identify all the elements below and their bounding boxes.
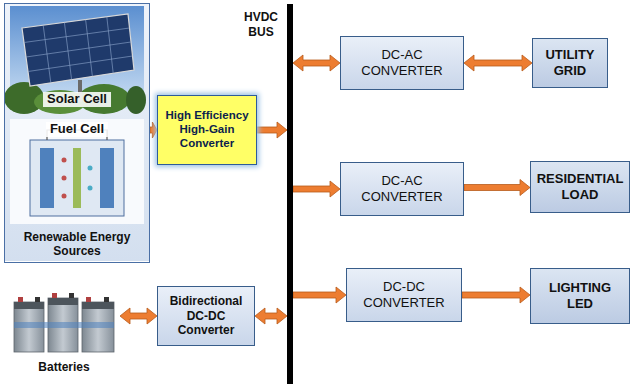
tree bbox=[126, 86, 146, 114]
block-arrow bbox=[464, 180, 530, 196]
block-arrow bbox=[462, 287, 530, 303]
node-label: Bidirectional DC-DC Converter bbox=[162, 294, 250, 337]
solar-panel-photo bbox=[4, 6, 146, 114]
battery-top bbox=[48, 298, 78, 305]
source-group-box: Renewable Energy Sources Solar CellFuel C… bbox=[4, 3, 150, 263]
battery-top bbox=[14, 302, 44, 309]
battery-band bbox=[14, 322, 114, 328]
fuel-cell-drawing bbox=[10, 119, 144, 224]
picture-label: Batteries bbox=[34, 361, 93, 375]
block-arrow bbox=[464, 55, 532, 71]
grid-line bbox=[26, 42, 131, 57]
grid-box: UTILITY GRID bbox=[532, 38, 608, 88]
ion bbox=[62, 158, 67, 163]
block-arrow bbox=[257, 122, 287, 138]
battery-photo bbox=[14, 293, 114, 352]
bus-bar: HVDC BUS bbox=[287, 4, 293, 384]
battery-top bbox=[82, 302, 114, 309]
node-label: LIGHTING LED bbox=[535, 280, 625, 311]
block-arrow bbox=[293, 181, 340, 197]
fuel-cell-picture: Fuel Cell bbox=[10, 119, 144, 225]
node-label: RESIDENTIAL LOAD bbox=[535, 171, 625, 202]
converter-box: Bidirectional DC-DC Converter bbox=[157, 286, 255, 346]
terminal bbox=[69, 293, 74, 298]
solar-cell-picture: Solar Cell bbox=[10, 6, 144, 110]
battery-picture: Batteries bbox=[8, 286, 120, 378]
fuel-cell-ground bbox=[10, 119, 144, 224]
load-box: RESIDENTIAL LOAD bbox=[530, 161, 630, 213]
converter-box: DC-DC CONVERTER bbox=[346, 268, 462, 322]
block-arrow bbox=[293, 287, 346, 303]
load-box: LIGHTING LED bbox=[530, 268, 630, 324]
anode-plate bbox=[40, 148, 54, 208]
block-arrow bbox=[255, 308, 287, 324]
cathode-plate bbox=[100, 148, 114, 208]
ion bbox=[62, 194, 67, 199]
converter-box: DC-AC CONVERTER bbox=[340, 36, 464, 90]
ion bbox=[88, 166, 93, 171]
node-label: UTILITY GRID bbox=[537, 47, 603, 78]
membrane bbox=[73, 148, 81, 208]
grid-line bbox=[86, 20, 93, 77]
terminal bbox=[35, 297, 40, 302]
terminal bbox=[104, 297, 109, 302]
block-arrow bbox=[150, 122, 157, 138]
source-panel-fill bbox=[5, 4, 149, 261]
grid-line bbox=[64, 22, 71, 79]
converter-box: DC-AC CONVERTER bbox=[340, 162, 464, 216]
node-label: DC-AC CONVERTER bbox=[353, 173, 451, 204]
terminal bbox=[18, 297, 23, 302]
panel-grid bbox=[24, 17, 133, 83]
bus-label: HVDC BUS bbox=[241, 10, 281, 40]
solar-panel bbox=[22, 14, 134, 86]
block-arrow bbox=[293, 55, 340, 71]
ion bbox=[88, 186, 93, 191]
terminal bbox=[52, 293, 57, 298]
grid-line bbox=[28, 56, 133, 72]
node-label: DC-DC CONVERTER bbox=[357, 279, 451, 310]
converter-box: High Efficiency High-Gain Converter bbox=[157, 95, 257, 165]
grid-line bbox=[107, 17, 113, 73]
picture-label: Fuel Cell bbox=[46, 122, 108, 137]
ion bbox=[62, 176, 67, 181]
block-arrow bbox=[120, 308, 157, 324]
picture-label: Solar Cell bbox=[43, 92, 111, 107]
node-label: High Efficiency High-Gain Converter bbox=[160, 109, 254, 150]
fuel-cell-housing bbox=[30, 140, 124, 216]
grid-line bbox=[43, 25, 51, 83]
terminal bbox=[86, 297, 91, 302]
node-label: Renewable Energy Sources bbox=[7, 230, 147, 258]
grid-line bbox=[24, 28, 130, 43]
node-label: DC-AC CONVERTER bbox=[353, 47, 451, 78]
